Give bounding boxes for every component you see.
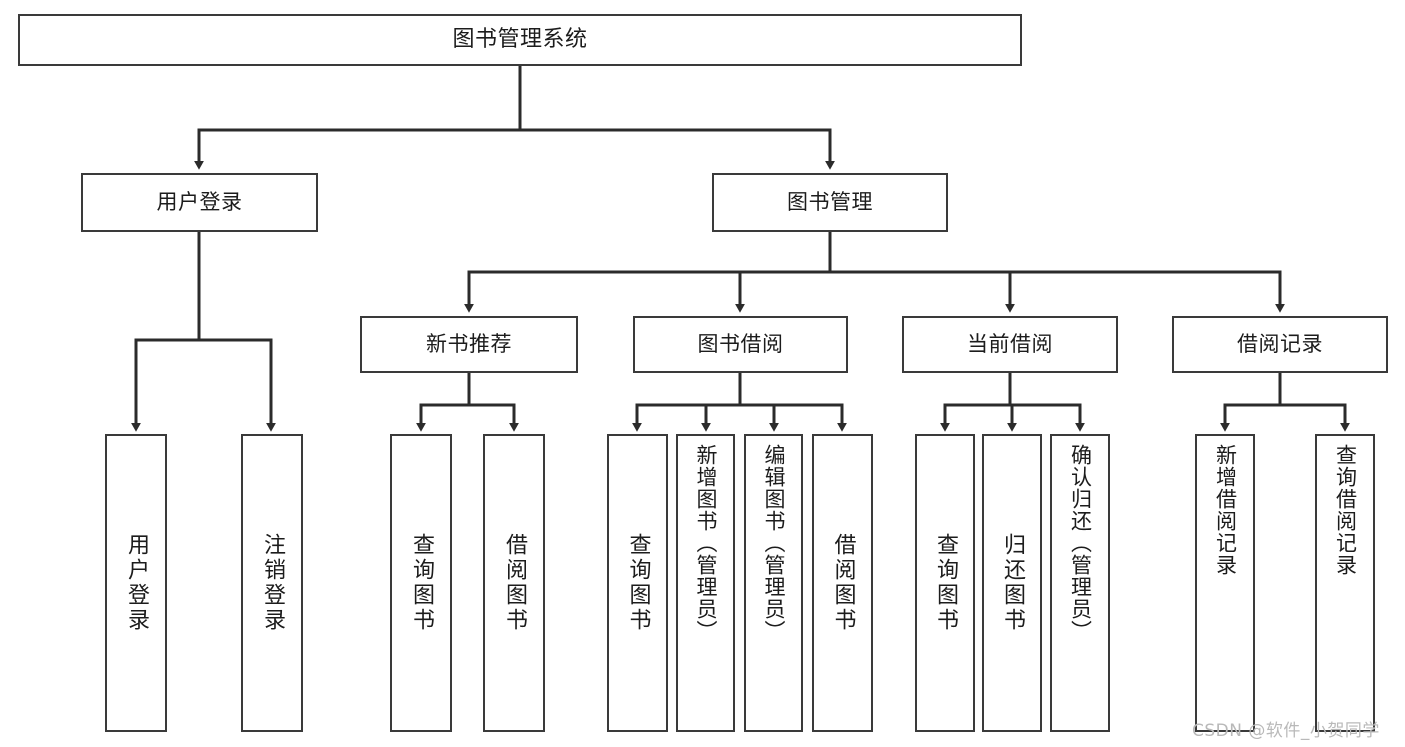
node-leaf-logout-login-label: 注销登录 bbox=[260, 533, 285, 633]
node-current-borrow-label: 当前借阅 bbox=[967, 332, 1053, 357]
node-current-borrow[interactable]: 当前借阅 bbox=[902, 316, 1118, 373]
node-leaf-query-book-1-label: 查询图书 bbox=[409, 533, 434, 633]
node-leaf-add-record[interactable]: 新增借阅记录 bbox=[1195, 434, 1255, 732]
node-leaf-borrow-book-1[interactable]: 借阅图书 bbox=[483, 434, 545, 732]
node-borrow-record[interactable]: 借阅记录 bbox=[1172, 316, 1388, 373]
node-leaf-query-book-2-label: 查询图书 bbox=[625, 533, 651, 633]
node-new-book-recommend-label: 新书推荐 bbox=[426, 332, 512, 357]
node-leaf-query-book-1[interactable]: 查询图书 bbox=[390, 434, 452, 732]
node-book-borrow-label: 图书借阅 bbox=[697, 332, 784, 357]
node-root-label: 图书管理系统 bbox=[452, 27, 588, 53]
node-leaf-query-book-2[interactable]: 查询图书 bbox=[607, 434, 668, 732]
node-leaf-edit-book[interactable]: 编辑图书（管理员） bbox=[744, 434, 803, 732]
node-leaf-confirm-return[interactable]: 确认归还（管理员） bbox=[1050, 434, 1110, 732]
node-leaf-confirm-return-label: 确认归还（管理员） bbox=[1068, 444, 1093, 642]
node-leaf-query-record[interactable]: 查询借阅记录 bbox=[1315, 434, 1375, 732]
node-book-manage-label: 图书管理 bbox=[787, 190, 873, 215]
node-leaf-logout-login[interactable]: 注销登录 bbox=[241, 434, 303, 732]
node-leaf-query-book-3[interactable]: 查询图书 bbox=[915, 434, 975, 732]
node-leaf-user-login[interactable]: 用户登录 bbox=[105, 434, 167, 732]
node-user-login-label: 用户登录 bbox=[156, 190, 243, 215]
node-leaf-user-login-label: 用户登录 bbox=[124, 533, 149, 633]
node-user-login[interactable]: 用户登录 bbox=[81, 173, 318, 232]
node-leaf-borrow-book-2-label: 借阅图书 bbox=[830, 533, 856, 633]
node-leaf-borrow-book-2[interactable]: 借阅图书 bbox=[812, 434, 873, 732]
node-leaf-add-book[interactable]: 新增图书（管理员） bbox=[676, 434, 735, 732]
node-leaf-add-record-label: 新增借阅记录 bbox=[1213, 444, 1238, 576]
node-leaf-edit-book-label: 编辑图书（管理员） bbox=[762, 444, 786, 642]
node-leaf-query-record-label: 查询借阅记录 bbox=[1333, 444, 1358, 576]
node-book-manage[interactable]: 图书管理 bbox=[712, 173, 948, 232]
node-new-book-recommend[interactable]: 新书推荐 bbox=[360, 316, 578, 373]
node-leaf-return-book-label: 归还图书 bbox=[1000, 533, 1025, 633]
node-leaf-borrow-book-1-label: 借阅图书 bbox=[502, 533, 527, 633]
node-leaf-query-book-3-label: 查询图书 bbox=[933, 533, 958, 633]
node-leaf-add-book-label: 新增图书（管理员） bbox=[694, 444, 718, 642]
node-leaf-return-book[interactable]: 归还图书 bbox=[982, 434, 1042, 732]
node-book-borrow[interactable]: 图书借阅 bbox=[633, 316, 848, 373]
csdn-watermark: CSDN @软件_小贺同学 bbox=[1192, 721, 1380, 741]
node-borrow-record-label: 借阅记录 bbox=[1237, 332, 1323, 357]
node-root[interactable]: 图书管理系统 bbox=[18, 14, 1022, 66]
